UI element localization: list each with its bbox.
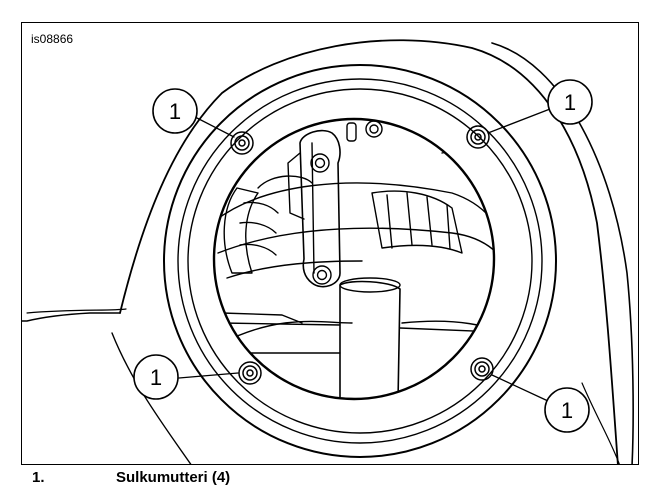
callout-number: 1 (150, 365, 162, 390)
fairing-left-edge (119, 39, 619, 464)
fairing-bottom-left (111, 332, 192, 464)
figure-id: is08866 (31, 32, 74, 46)
legend-label: Sulkumutteri (4) (116, 469, 231, 486)
callout-top-left: 1 (152, 88, 198, 134)
headlamp-ring-illustration: 1 1 1 1 (22, 39, 634, 464)
trim-ring-mid (177, 78, 543, 444)
trim-ring-inner (187, 88, 533, 434)
figure-frame: is08866 (21, 22, 639, 465)
lamp-opening (212, 117, 496, 401)
fairing-outline (22, 312, 121, 322)
fairing-lower-right (581, 382, 620, 464)
callout-number: 1 (561, 398, 573, 423)
fairing-right-curve (491, 42, 634, 464)
trim-ring-outer (163, 64, 557, 458)
fairing-left-inner (26, 308, 127, 314)
callout-number: 1 (564, 90, 576, 115)
callout-top-right: 1 (547, 79, 593, 125)
callout-bottom-right: 1 (544, 387, 590, 433)
callout-number: 1 (169, 99, 181, 124)
legend-number: 1. (32, 469, 45, 486)
legend-item: 1. Sulkumutteri (4) (32, 469, 230, 486)
legend: 1. Sulkumutteri (4) (32, 469, 230, 486)
callout-bottom-left: 1 (133, 354, 179, 400)
